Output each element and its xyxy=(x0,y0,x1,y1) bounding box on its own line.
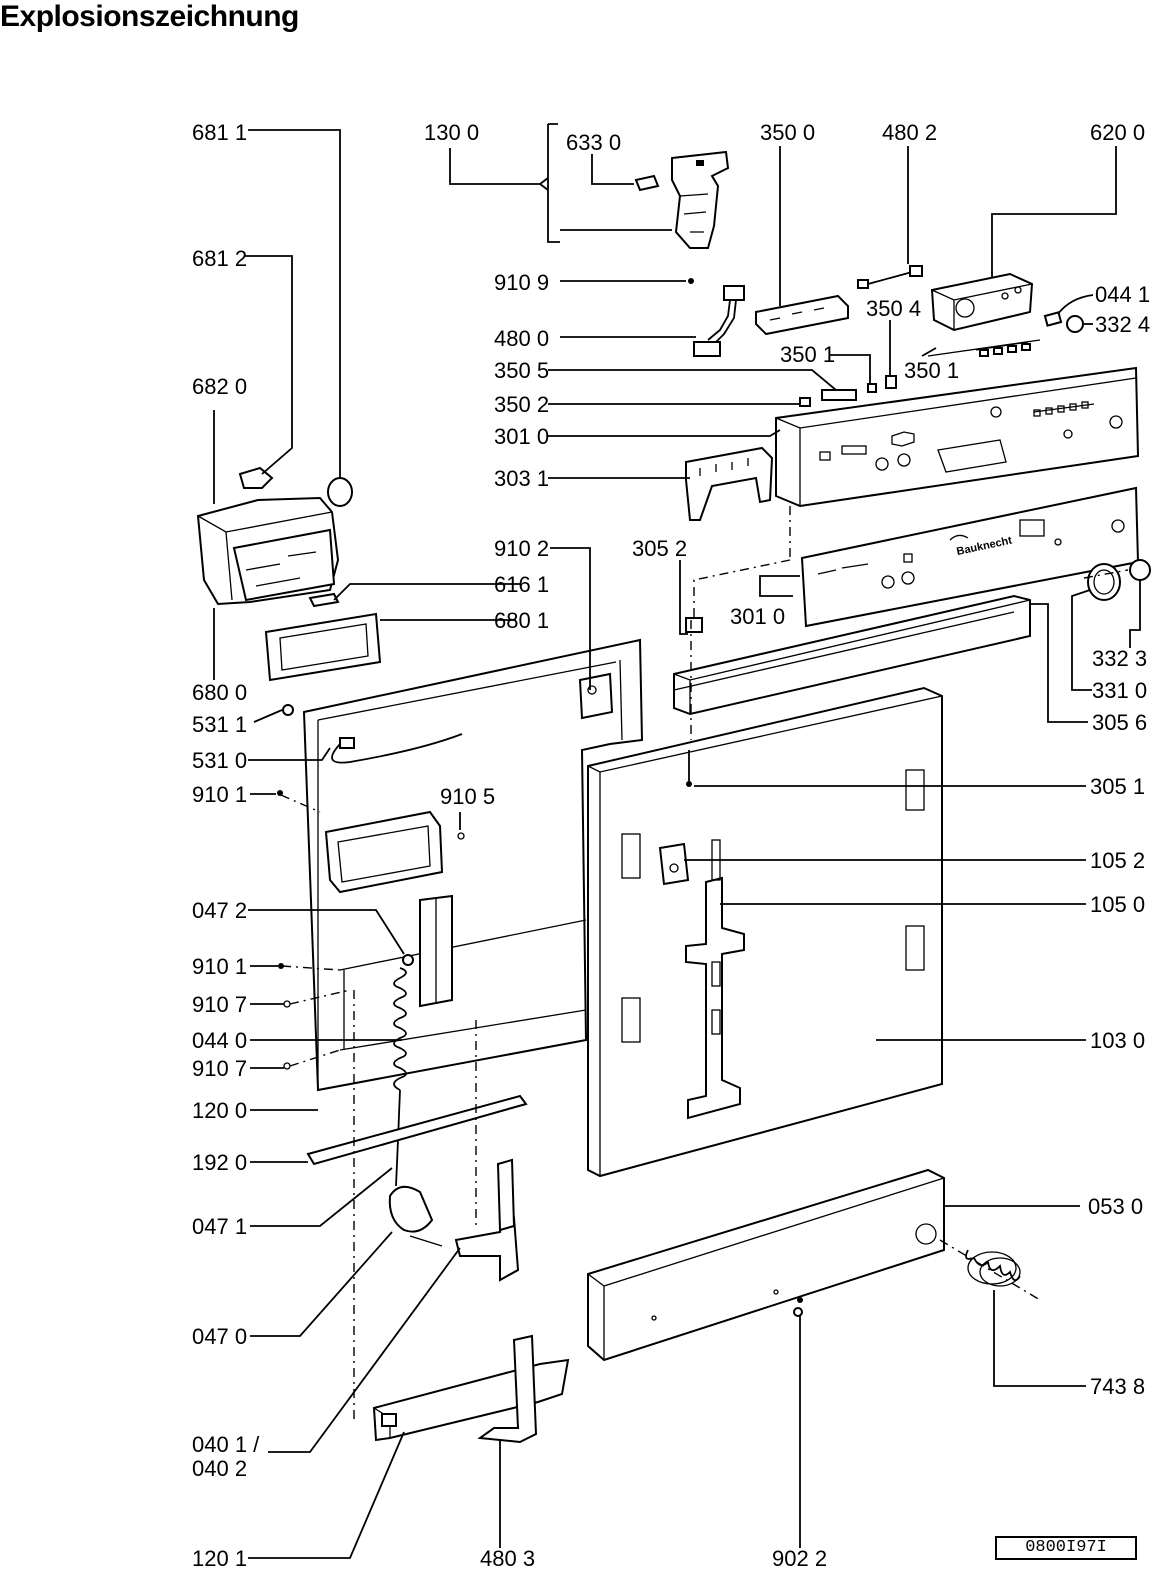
part-label: 301 0 xyxy=(730,604,785,629)
part-label: 910 9 xyxy=(494,270,549,295)
control-switches xyxy=(799,339,1041,407)
part-label: 105 0 xyxy=(1090,892,1145,917)
part-label: 047 0 xyxy=(192,1324,247,1349)
part-label: 120 0 xyxy=(192,1098,247,1123)
part-label: 616 1 xyxy=(494,572,549,597)
lower-strip-1201 xyxy=(372,1358,570,1442)
door-lock-assembly xyxy=(634,150,730,249)
part-label: 047 1 xyxy=(192,1214,247,1239)
part-label: 680 0 xyxy=(192,680,247,705)
part-label: 531 1 xyxy=(192,712,247,737)
part-label: 305 1 xyxy=(1090,774,1145,799)
bracket-3031 xyxy=(685,446,774,521)
page-title: Explosionszeichnung xyxy=(0,0,299,33)
detergent-dispenser xyxy=(196,466,353,608)
spring-7438 xyxy=(965,1249,1021,1287)
part-label: 350 0 xyxy=(760,120,815,145)
part-label: 044 1 xyxy=(1095,282,1150,307)
wiring-harness-4800 xyxy=(693,285,745,357)
part-label: 303 1 xyxy=(494,466,549,491)
part-label: 053 0 xyxy=(1088,1194,1143,1219)
part-label: 743 8 xyxy=(1090,1374,1145,1399)
part-labels: 681 1 130 0 633 0 350 0 480 2 620 0 681 … xyxy=(192,120,1150,1571)
leader-lines xyxy=(213,123,1141,1559)
part-label: 332 3 xyxy=(1092,646,1147,671)
part-label: 120 1 xyxy=(192,1546,247,1571)
inner-door-panel xyxy=(302,638,644,1092)
knob-spindle-parts xyxy=(1043,311,1084,333)
part-label: 040 1 / xyxy=(192,1432,260,1457)
part-label: 910 5 xyxy=(440,784,495,809)
part-label: 480 2 xyxy=(882,120,937,145)
part-label: 305 6 xyxy=(1092,710,1147,735)
part-label: 680 1 xyxy=(494,608,549,633)
part-label: 910 1 xyxy=(192,782,247,807)
part-label: 040 2 xyxy=(192,1456,247,1481)
part-label: 301 0 xyxy=(494,424,549,449)
part-label: 910 1 xyxy=(192,954,247,979)
door-cable-5310 xyxy=(331,733,463,764)
hinge-parts xyxy=(388,1158,520,1282)
part-label: 350 2 xyxy=(494,392,549,417)
part-label: 350 1 xyxy=(904,358,959,383)
part-label: 902 2 xyxy=(772,1546,827,1571)
part-label: 480 3 xyxy=(480,1546,535,1571)
part-label: 044 0 xyxy=(192,1028,247,1053)
part-label: 682 0 xyxy=(192,374,247,399)
part-label: 910 7 xyxy=(192,1056,247,1081)
part-label: 910 2 xyxy=(494,536,549,561)
gasket-6801 xyxy=(264,612,382,682)
part-label: 103 0 xyxy=(1090,1028,1145,1053)
part-label: 105 2 xyxy=(1090,848,1145,873)
part-label: 531 0 xyxy=(192,748,247,773)
drawing-number: 0800I97I xyxy=(995,1536,1137,1560)
part-label: 681 1 xyxy=(192,120,247,145)
part-label: 633 0 xyxy=(566,130,621,155)
bottom-bar-0530 xyxy=(587,1168,945,1362)
part-label: 192 0 xyxy=(192,1150,247,1175)
part-3052 xyxy=(685,617,703,633)
screw-9109 xyxy=(688,278,694,284)
screw-5311 xyxy=(282,704,294,716)
part-label: 332 4 xyxy=(1095,312,1150,337)
part-label: 620 0 xyxy=(1090,120,1145,145)
part-label: 350 1 xyxy=(780,342,835,367)
part-label: 910 7 xyxy=(192,992,247,1017)
cable-4802 xyxy=(857,265,923,289)
programmer-6200 xyxy=(930,272,1034,332)
part-label: 305 2 xyxy=(632,536,687,561)
circuit-board-3500 xyxy=(755,294,849,336)
part-label: 480 0 xyxy=(494,326,549,351)
clip-9022 xyxy=(793,1307,803,1317)
outer-door-panel xyxy=(587,686,943,1178)
part-label: 331 0 xyxy=(1092,678,1147,703)
control-panel-upper xyxy=(775,366,1140,508)
part-label: 130 0 xyxy=(424,120,479,145)
part-label: 047 2 xyxy=(192,898,247,923)
part-label: 350 5 xyxy=(494,358,549,383)
part-label: 681 2 xyxy=(192,246,247,271)
bar-3056 xyxy=(673,594,1031,716)
rail-1920 xyxy=(306,1094,528,1166)
part-label: 350 4 xyxy=(866,296,921,321)
